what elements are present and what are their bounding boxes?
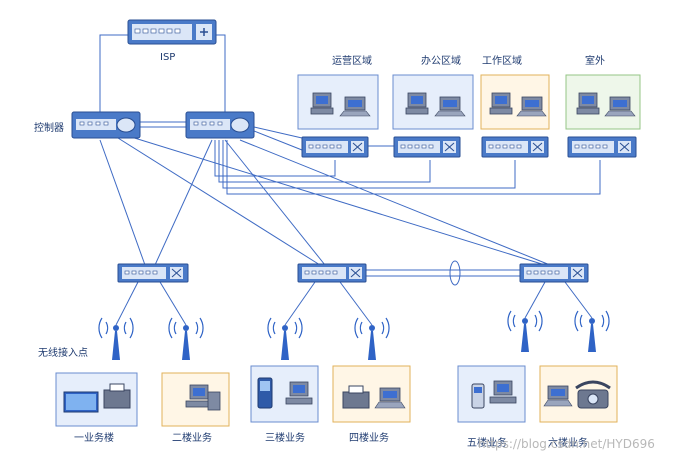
- controller-label: 控制器: [34, 121, 64, 134]
- watermark: https://blog.csdn.net/HYD696: [478, 437, 655, 451]
- floor2-box: [161, 372, 230, 427]
- link-ctrl2-sw3: [239, 139, 551, 266]
- zone-switch-ops: [301, 136, 369, 158]
- links: [99, 34, 601, 326]
- access-switch-2: [297, 263, 367, 283]
- zone-switch-work: [481, 136, 549, 158]
- floor1-box: [55, 372, 138, 427]
- link-sw1-ap1: [115, 281, 139, 326]
- link-sw2-ap4: [339, 281, 373, 326]
- cross-arrows-icon: [200, 28, 208, 36]
- switch-x-icon: [572, 268, 583, 278]
- link-ctrl2-sw1: [154, 139, 213, 266]
- printer-icon: [342, 391, 370, 409]
- access-switch-1: [117, 263, 189, 283]
- link-ctrl2-zone-bus1: [214, 140, 336, 177]
- link-isp-controller2: [215, 34, 226, 112]
- wireless-ap-3: [267, 317, 303, 360]
- zone-outdoor-label: 室外: [585, 54, 605, 67]
- floor3-box: [250, 365, 319, 423]
- floor4-box: [332, 365, 411, 423]
- zone-outdoor-box: [565, 74, 641, 130]
- wireless-ap-label: 无线接入点: [38, 346, 88, 359]
- isp-switch: [127, 19, 217, 45]
- switch-x-icon: [350, 268, 361, 278]
- link-sw2-ap3: [284, 281, 316, 326]
- zone-switch-outdoor: [567, 136, 637, 158]
- link-ctrl2-zone-bus3: [222, 140, 516, 189]
- link-ctrl2-zone1: [253, 126, 303, 139]
- wireless-ap-5: [507, 310, 543, 352]
- antenna-icon: [368, 331, 376, 360]
- zone-office-box: [392, 74, 474, 130]
- antenna-icon: [521, 324, 529, 352]
- controller-2: [185, 111, 255, 139]
- controller-2-symbol-icon: [230, 117, 250, 133]
- printer-icon: [103, 389, 131, 409]
- zone-work-label: 工作区域: [482, 54, 522, 67]
- floor6-box: [539, 365, 618, 423]
- switch-x-icon: [619, 142, 630, 152]
- floor2-label: 二楼业务: [172, 431, 212, 444]
- zone-ops-label: 运营区域: [332, 54, 372, 67]
- link-aggregation-ring: [449, 260, 461, 286]
- floor5-label: 五楼业务: [467, 436, 507, 449]
- floor1-label: 一业务楼: [74, 431, 114, 444]
- switch-x-icon: [444, 142, 455, 152]
- wireless-ap-4: [354, 317, 390, 360]
- antenna-icon: [281, 331, 289, 360]
- controller-1-symbol-icon: [116, 117, 136, 133]
- switch-x-icon: [532, 142, 543, 152]
- link-ctrl2-sw2: [224, 139, 326, 266]
- floor3-label: 三楼业务: [265, 431, 305, 444]
- floor4-label: 四楼业务: [349, 431, 389, 444]
- switch-x-icon: [352, 142, 363, 152]
- wireless-ap-2: [168, 317, 204, 360]
- isp-label: ISP: [160, 52, 175, 63]
- link-sw3-ap6: [564, 281, 593, 319]
- antenna-icon: [588, 324, 596, 352]
- zone-work-box: [480, 74, 550, 130]
- switch-x-icon: [171, 268, 182, 278]
- tower-icon: [207, 391, 221, 411]
- floor5-box: [457, 365, 526, 423]
- isp-ports: [134, 28, 181, 34]
- link-ctrl2-zone1b: [253, 130, 303, 151]
- link-isp-controller1: [99, 34, 128, 112]
- floor6-label: 六楼业务: [548, 436, 588, 449]
- wireless-ap-6: [574, 310, 610, 352]
- zone-ops-box: [297, 74, 379, 130]
- link-ctrl1-sw2: [117, 137, 321, 266]
- link-ctrl1-sw3: [127, 135, 546, 266]
- link-sw3-ap5: [524, 281, 546, 319]
- access-switch-3: [519, 263, 589, 283]
- zone-switch-office: [393, 136, 461, 158]
- zone-office-label: 办公区域: [421, 54, 461, 67]
- link-ctrl2-zone-bus2: [218, 140, 431, 183]
- antenna-icon: [182, 331, 190, 360]
- controller-1: [71, 111, 141, 139]
- wireless-ap-1: [98, 317, 134, 360]
- link-ctrl1-sw1: [99, 139, 146, 266]
- antenna-icon: [112, 331, 120, 360]
- link-sw1-ap2: [159, 281, 187, 326]
